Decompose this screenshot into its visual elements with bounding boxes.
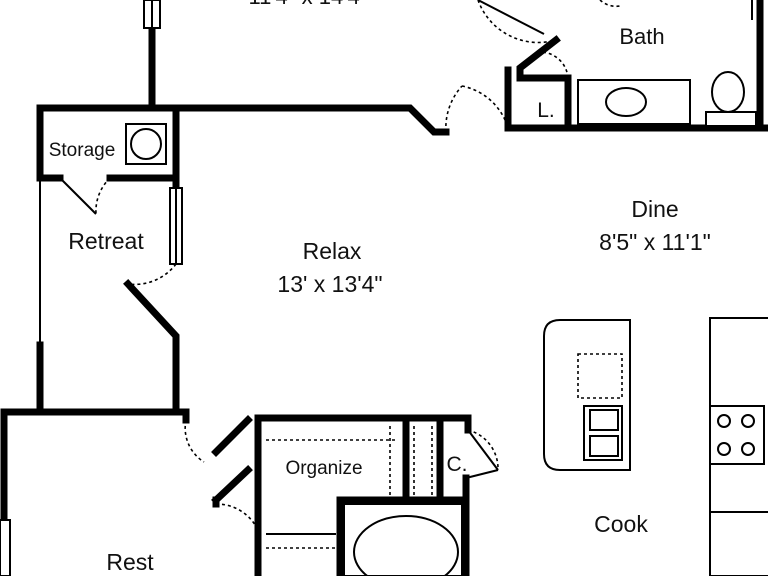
rest-label: Rest (106, 549, 154, 575)
closet-label: C. (447, 453, 468, 476)
sink-icon (605, 87, 647, 117)
relax-label: Relax (303, 238, 362, 264)
bathtub-basin (353, 515, 459, 576)
organize-label: Organize (285, 458, 362, 479)
doors (59, 0, 621, 531)
retreat-label: Retreat (68, 228, 144, 254)
bath-label: Bath (619, 24, 664, 49)
bathtub (343, 503, 463, 576)
room-labels: 11'4" x 14'4" Bath L. Storage Retreat Re… (49, 0, 711, 575)
dine-label: Dine (631, 196, 678, 222)
relax-dimensions: 13' x 13'4" (277, 271, 382, 297)
storage-label: Storage (49, 140, 116, 161)
top-room-dimensions: 11'4" x 14'4" (248, 0, 367, 9)
fixtures (125, 71, 768, 576)
cook-label: Cook (594, 511, 648, 537)
toilet-icon (711, 71, 745, 113)
stove-icon (709, 405, 765, 465)
washer-icon (125, 123, 167, 165)
dine-dimensions: 8'5" x 11'1" (599, 229, 711, 255)
linen-label: L. (537, 99, 555, 122)
